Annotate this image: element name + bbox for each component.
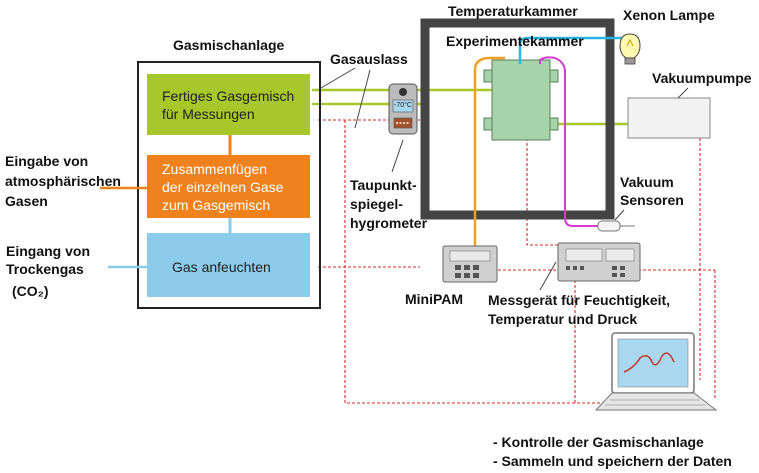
box-zusammenfuegen xyxy=(147,155,310,218)
label-gasmischanlage: Gasmischanlage xyxy=(173,37,285,53)
label-eingang-trockengas: Eingang von Trockengas xyxy=(6,242,90,278)
label-eingabe-line-1: Eingabe von xyxy=(5,153,89,169)
xenon-lamp-icon xyxy=(619,33,641,65)
label-eingang-line-1: Eingang von xyxy=(6,243,90,259)
vakuumpumpe-leader xyxy=(677,87,689,99)
gas-outlet-lines xyxy=(312,88,628,126)
box-fertiges-line-2: für Messungen xyxy=(162,106,255,122)
notes-list: - Kontrolle der Gasmischanlage - Sammeln… xyxy=(493,433,732,471)
laptop-icon xyxy=(594,332,718,411)
label-messgeraet-line-1: Messgerät für Feuchtigkeit, xyxy=(488,292,671,308)
label-xenon-lampe: Xenon Lampe xyxy=(623,7,715,23)
label-taupunktspiegelhygrometer: Taupunkt- spiegel- hygrometer xyxy=(350,176,427,233)
box-fertiges-line-1: Fertiges Gasgemisch xyxy=(162,88,295,104)
gasmischanlage-frame xyxy=(137,61,321,309)
label-vakuumpumpe: Vakuumpumpe xyxy=(652,70,752,86)
label-messgeraet: Messgerät für Feuchtigkeit, Temperatur u… xyxy=(488,291,670,329)
temperaturkammer-frame xyxy=(420,18,615,220)
vacuum-sensor-device xyxy=(597,209,635,232)
label-messgeraet-line-2: Temperatur und Druck xyxy=(488,311,638,327)
box-zusammen-text: Zusammenfügen der einzelnen Gase zum Gas… xyxy=(162,160,283,214)
hygrometer-display: -70°C xyxy=(394,102,412,109)
minipam-device xyxy=(442,245,498,283)
label-eingabe-line-2: atmosphärischen xyxy=(5,173,121,189)
label-eingang-line-2: Trockengas xyxy=(6,261,84,277)
note-item-1: - Kontrolle der Gasmischanlage xyxy=(493,434,704,450)
box-anfeuchten-text: Gas anfeuchten xyxy=(172,259,271,275)
label-taupunkt-line-1: Taupunkt- xyxy=(350,177,417,193)
experimentekammer xyxy=(483,59,559,141)
box-zusammen-line-2: der einzelnen Gase xyxy=(162,179,284,195)
label-experimentekammer: Experimentekammer xyxy=(446,33,584,49)
label-co2: (CO₂) xyxy=(12,283,49,299)
label-gasauslass: Gasauslass xyxy=(330,51,408,67)
vacuum-sensor-line xyxy=(539,56,598,227)
box-gas-anfeuchten xyxy=(147,233,310,297)
note-item-2: - Sammeln und speichern der Daten xyxy=(493,453,732,469)
label-taupunkt-line-2: spiegel- xyxy=(350,196,403,212)
label-eingabe-atmosphaerisch: Eingabe von atmosphärischen Gasen xyxy=(5,151,121,211)
label-vakuum-sensoren-line-1: Vakuum xyxy=(620,174,674,190)
label-eingabe-line-3: Gasen xyxy=(5,193,48,209)
minipam-fiber xyxy=(473,56,505,250)
gasauslass-leader-1 xyxy=(320,67,356,89)
box-zusammen-line-3: zum Gasgemisch xyxy=(162,197,271,213)
label-taupunkt-line-3: hygrometer xyxy=(350,215,428,231)
measurement-device xyxy=(539,242,641,291)
vacuum-pump-box xyxy=(627,97,711,139)
label-vakuum-sensoren-line-2: Sensoren xyxy=(620,192,684,208)
box-zusammen-line-1: Zusammenfügen xyxy=(162,161,268,177)
label-vakuum-sensoren: Vakuum Sensoren xyxy=(620,173,684,209)
dew-point-hygrometer-icon xyxy=(388,83,418,173)
label-temperaturkammer: Temperaturkammer xyxy=(448,3,578,19)
label-minipam: MiniPAM xyxy=(405,291,464,307)
gasauslass-leader-2 xyxy=(354,69,371,129)
box-fertiges-text: Fertiges Gasgemisch für Messungen xyxy=(162,87,294,123)
data-lines xyxy=(318,119,716,404)
box-fertiges-gasgemisch xyxy=(147,74,310,135)
